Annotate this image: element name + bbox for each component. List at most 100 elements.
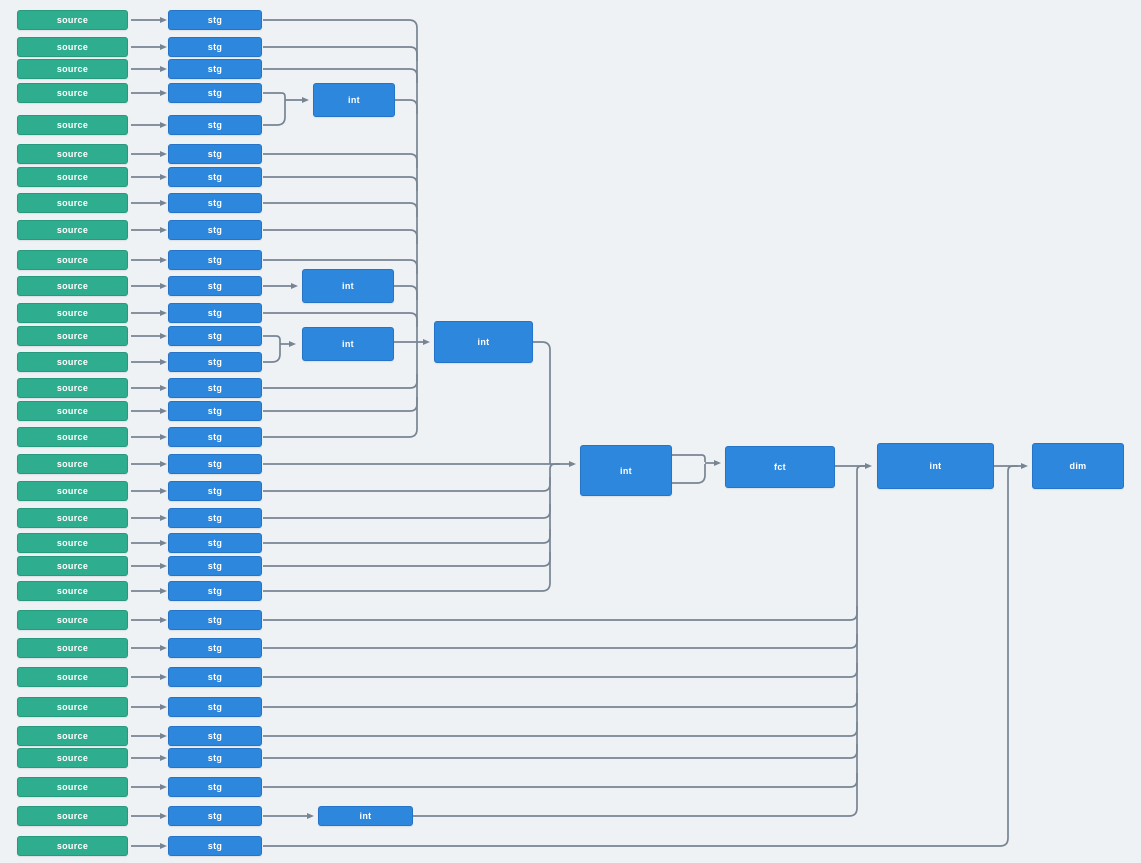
- stg-node[interactable]: stg: [168, 836, 262, 856]
- stg-node[interactable]: stg: [168, 144, 262, 164]
- edge: [263, 477, 551, 492]
- stg-node[interactable]: stg: [168, 806, 262, 826]
- edge: [263, 335, 281, 344]
- dim-node[interactable]: dim: [1032, 443, 1124, 489]
- stg-node[interactable]: stg: [168, 401, 262, 421]
- source-node[interactable]: source: [17, 115, 128, 135]
- stg-node[interactable]: stg: [168, 10, 262, 30]
- edge: [263, 465, 1018, 847]
- stg-node[interactable]: stg: [168, 638, 262, 658]
- source-node[interactable]: source: [17, 638, 128, 658]
- stg-node[interactable]: stg: [168, 193, 262, 213]
- stg-node[interactable]: stg: [168, 667, 262, 687]
- edge: [263, 529, 551, 544]
- edge: [263, 19, 418, 342]
- edge: [263, 176, 418, 191]
- source-node[interactable]: source: [17, 556, 128, 576]
- edge: [263, 463, 560, 592]
- edge: [672, 454, 706, 462]
- edge: [263, 68, 418, 83]
- int-node[interactable]: int: [313, 83, 395, 117]
- source-node[interactable]: source: [17, 303, 128, 323]
- edge: [394, 285, 418, 300]
- int-node[interactable]: int: [877, 443, 994, 489]
- stg-node[interactable]: stg: [168, 352, 262, 372]
- stg-node[interactable]: stg: [168, 378, 262, 398]
- source-node[interactable]: source: [17, 667, 128, 687]
- source-node[interactable]: source: [17, 697, 128, 717]
- stg-node[interactable]: stg: [168, 610, 262, 630]
- source-node[interactable]: source: [17, 581, 128, 601]
- source-node[interactable]: source: [17, 167, 128, 187]
- stg-node[interactable]: stg: [168, 581, 262, 601]
- fct-node[interactable]: fct: [725, 446, 835, 488]
- stg-node[interactable]: stg: [168, 697, 262, 717]
- stg-node[interactable]: stg: [168, 276, 262, 296]
- source-node[interactable]: source: [17, 10, 128, 30]
- edge: [263, 744, 858, 759]
- source-node[interactable]: source: [17, 83, 128, 103]
- source-node[interactable]: source: [17, 454, 128, 474]
- source-node[interactable]: source: [17, 59, 128, 79]
- edge: [263, 229, 418, 244]
- stg-node[interactable]: stg: [168, 777, 262, 797]
- source-node[interactable]: source: [17, 508, 128, 528]
- stg-node[interactable]: stg: [168, 454, 262, 474]
- stg-node[interactable]: stg: [168, 556, 262, 576]
- stg-node[interactable]: stg: [168, 748, 262, 768]
- stg-node[interactable]: stg: [168, 326, 262, 346]
- edge: [263, 504, 551, 519]
- int-node[interactable]: int: [318, 806, 413, 826]
- edge: [263, 342, 418, 438]
- stg-node[interactable]: stg: [168, 167, 262, 187]
- stg-node[interactable]: stg: [168, 726, 262, 746]
- stg-node[interactable]: stg: [168, 59, 262, 79]
- edge: [263, 374, 418, 389]
- source-node[interactable]: source: [17, 37, 128, 57]
- stg-node[interactable]: stg: [168, 303, 262, 323]
- source-node[interactable]: source: [17, 144, 128, 164]
- source-node[interactable]: source: [17, 806, 128, 826]
- stg-node[interactable]: stg: [168, 220, 262, 240]
- source-node[interactable]: source: [17, 220, 128, 240]
- source-node[interactable]: source: [17, 748, 128, 768]
- stg-node[interactable]: stg: [168, 533, 262, 553]
- source-node[interactable]: source: [17, 378, 128, 398]
- int-node[interactable]: int: [302, 327, 394, 361]
- edge: [263, 202, 418, 217]
- source-node[interactable]: source: [17, 401, 128, 421]
- int-node[interactable]: int: [434, 321, 533, 363]
- edge: [533, 341, 551, 464]
- source-node[interactable]: source: [17, 352, 128, 372]
- stg-node[interactable]: stg: [168, 83, 262, 103]
- source-node[interactable]: source: [17, 427, 128, 447]
- source-node[interactable]: source: [17, 610, 128, 630]
- int-node[interactable]: int: [580, 445, 672, 496]
- source-node[interactable]: source: [17, 326, 128, 346]
- stg-node[interactable]: stg: [168, 508, 262, 528]
- stg-node[interactable]: stg: [168, 250, 262, 270]
- source-node[interactable]: source: [17, 836, 128, 856]
- edge: [263, 663, 858, 678]
- source-node[interactable]: source: [17, 193, 128, 213]
- stg-node[interactable]: stg: [168, 481, 262, 501]
- source-node[interactable]: source: [17, 533, 128, 553]
- int-node[interactable]: int: [302, 269, 394, 303]
- source-node[interactable]: source: [17, 276, 128, 296]
- source-node[interactable]: source: [17, 481, 128, 501]
- edge: [263, 693, 858, 708]
- source-node[interactable]: source: [17, 726, 128, 746]
- edge: [263, 100, 286, 126]
- edge: [263, 606, 858, 621]
- stg-node[interactable]: stg: [168, 427, 262, 447]
- source-node[interactable]: source: [17, 250, 128, 270]
- edge: [263, 153, 418, 168]
- stg-node[interactable]: stg: [168, 115, 262, 135]
- edge: [263, 46, 418, 61]
- edge: [672, 464, 706, 484]
- edge: [263, 259, 418, 274]
- stg-node[interactable]: stg: [168, 37, 262, 57]
- source-node[interactable]: source: [17, 777, 128, 797]
